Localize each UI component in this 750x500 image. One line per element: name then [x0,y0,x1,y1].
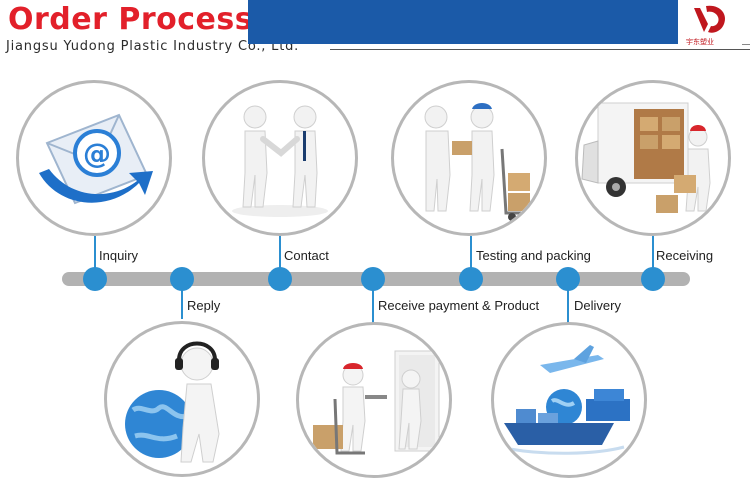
company-logo [680,2,742,46]
step-label-receiving: Receiving [656,248,714,263]
shipping-transport-icon [504,345,630,455]
step-connector [567,287,569,323]
step-connector [181,287,183,319]
step-connector [279,236,281,272]
step-dot-testing [459,267,483,291]
step-label-reply: Reply [187,298,221,313]
handshake-icon [232,105,328,217]
step-dot-delivery [556,267,580,291]
step-label-inquiry: Inquiry [99,248,139,263]
logo-caption: 宇东塑业 [686,38,714,46]
step-label-payment: Receive payment & Product [378,298,540,313]
step-connector [470,236,472,272]
step-dot-receiving [641,267,665,291]
step-dot-contact [268,267,292,291]
step-connector [652,236,654,272]
step-image-inquiry: @ [16,80,172,236]
step-image-delivery [491,322,647,478]
header-divider [330,49,750,50]
courier-delivery-icon [313,350,440,455]
step-image-testing [391,80,547,236]
step-label-testing: Testing and packing [476,248,591,263]
step-image-receiving [575,80,731,236]
step-dot-payment [361,267,385,291]
svg-text:@: @ [83,137,111,170]
company-name: Jiangsu Yudong Plastic Industry Co., Ltd… [6,39,300,54]
page-title: Order Process [8,2,254,37]
yudong-logo-icon [694,5,726,33]
step-label-delivery: Delivery [574,298,621,313]
customer-service-icon [125,341,220,463]
step-dot-reply [170,267,194,291]
step-label-contact: Contact [284,248,329,263]
delivery-truck-icon [581,102,711,213]
step-connector [94,236,96,272]
step-connector [372,287,374,325]
step-image-reply [104,321,260,477]
package-handover-icon [424,103,532,221]
header-banner [248,0,678,44]
step-dot-inquiry [83,267,107,291]
step-image-contact [202,80,358,236]
email-icon: @ [39,113,153,205]
step-image-payment [296,322,452,478]
